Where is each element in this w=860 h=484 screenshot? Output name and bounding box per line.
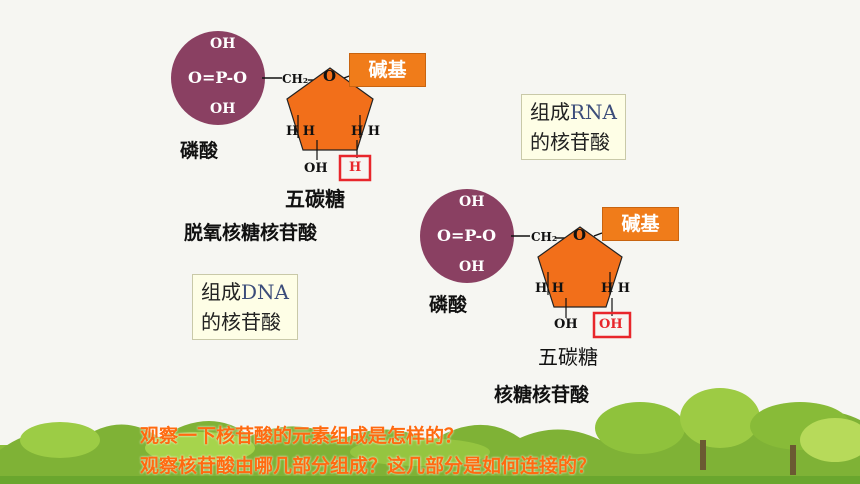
- rna-nucleotide-name: 核糖核苷酸: [494, 384, 590, 406]
- h-left-dna: H H: [286, 124, 316, 139]
- rna-note-box: 组成RNA 的核苷酸: [521, 94, 627, 160]
- phosphate-circle-rna: [420, 189, 514, 283]
- phosphate-formula-dna: O=P-O: [188, 68, 248, 87]
- highlight-box-rna: [592, 311, 632, 339]
- phosphate-formula-rna: O=P-O: [437, 226, 497, 245]
- oh-highlight-rna: OH: [599, 317, 623, 332]
- highlight-box-dna: [338, 154, 372, 182]
- h-right-dna: H H: [351, 124, 381, 139]
- phosphate-oh-top-dna: OH: [210, 36, 236, 52]
- phosphate-label-rna: 磷酸: [429, 294, 468, 316]
- question-2: 观察核苷酸由哪几部分组成？这几部分是如何连接的？: [140, 455, 597, 477]
- ring-oxygen-dna: O: [323, 67, 337, 85]
- sugar-base-bond-rna: [593, 232, 603, 237]
- rna-note-line2: 的核苷酸: [530, 130, 610, 154]
- h-right-rna: H H: [601, 281, 631, 296]
- dna-note-line2: 的核苷酸: [201, 310, 281, 334]
- base-box-dna: 碱基: [349, 53, 426, 87]
- phosphate-oh-bottom-rna: OH: [459, 259, 485, 275]
- dna-note-box: 组成DNA 的核苷酸: [192, 274, 298, 340]
- phosphate-circle-dna: [171, 31, 265, 125]
- phosphate-oh-bottom-dna: OH: [210, 101, 236, 117]
- h-highlight-dna: H: [349, 160, 362, 175]
- pentose-sugar-rna: [537, 226, 623, 308]
- tree-banner-decoration: [0, 388, 860, 484]
- ring-oxygen-rna: O: [573, 226, 587, 244]
- h-left-rna: H H: [535, 281, 565, 296]
- dna-note-abbr: DNA: [241, 280, 289, 304]
- rna-note-abbr: RNA: [570, 100, 618, 124]
- phosphate-label-dna: 磷酸: [180, 140, 219, 162]
- rna-note-prefix: 组成: [530, 100, 570, 124]
- ch2-label-dna: CH₂: [282, 72, 309, 86]
- dna-nucleotide-name: 脱氧核糖核苷酸: [184, 222, 318, 244]
- pentose-sugar-dna: [286, 67, 374, 151]
- sugar-label-rna: 五碳糖: [538, 345, 598, 369]
- question-1: 观察一下核苷酸的元素组成是怎样的？: [140, 425, 464, 447]
- oh-rna: OH: [554, 317, 578, 332]
- sugar-label-dna: 五碳糖: [285, 187, 345, 211]
- dna-note-prefix: 组成: [201, 280, 241, 304]
- oh-dna: OH: [304, 161, 328, 176]
- ch2-label-rna: CH₂: [531, 230, 558, 244]
- base-box-rna: 碱基: [602, 207, 679, 241]
- phosphate-oh-top-rna: OH: [459, 194, 485, 210]
